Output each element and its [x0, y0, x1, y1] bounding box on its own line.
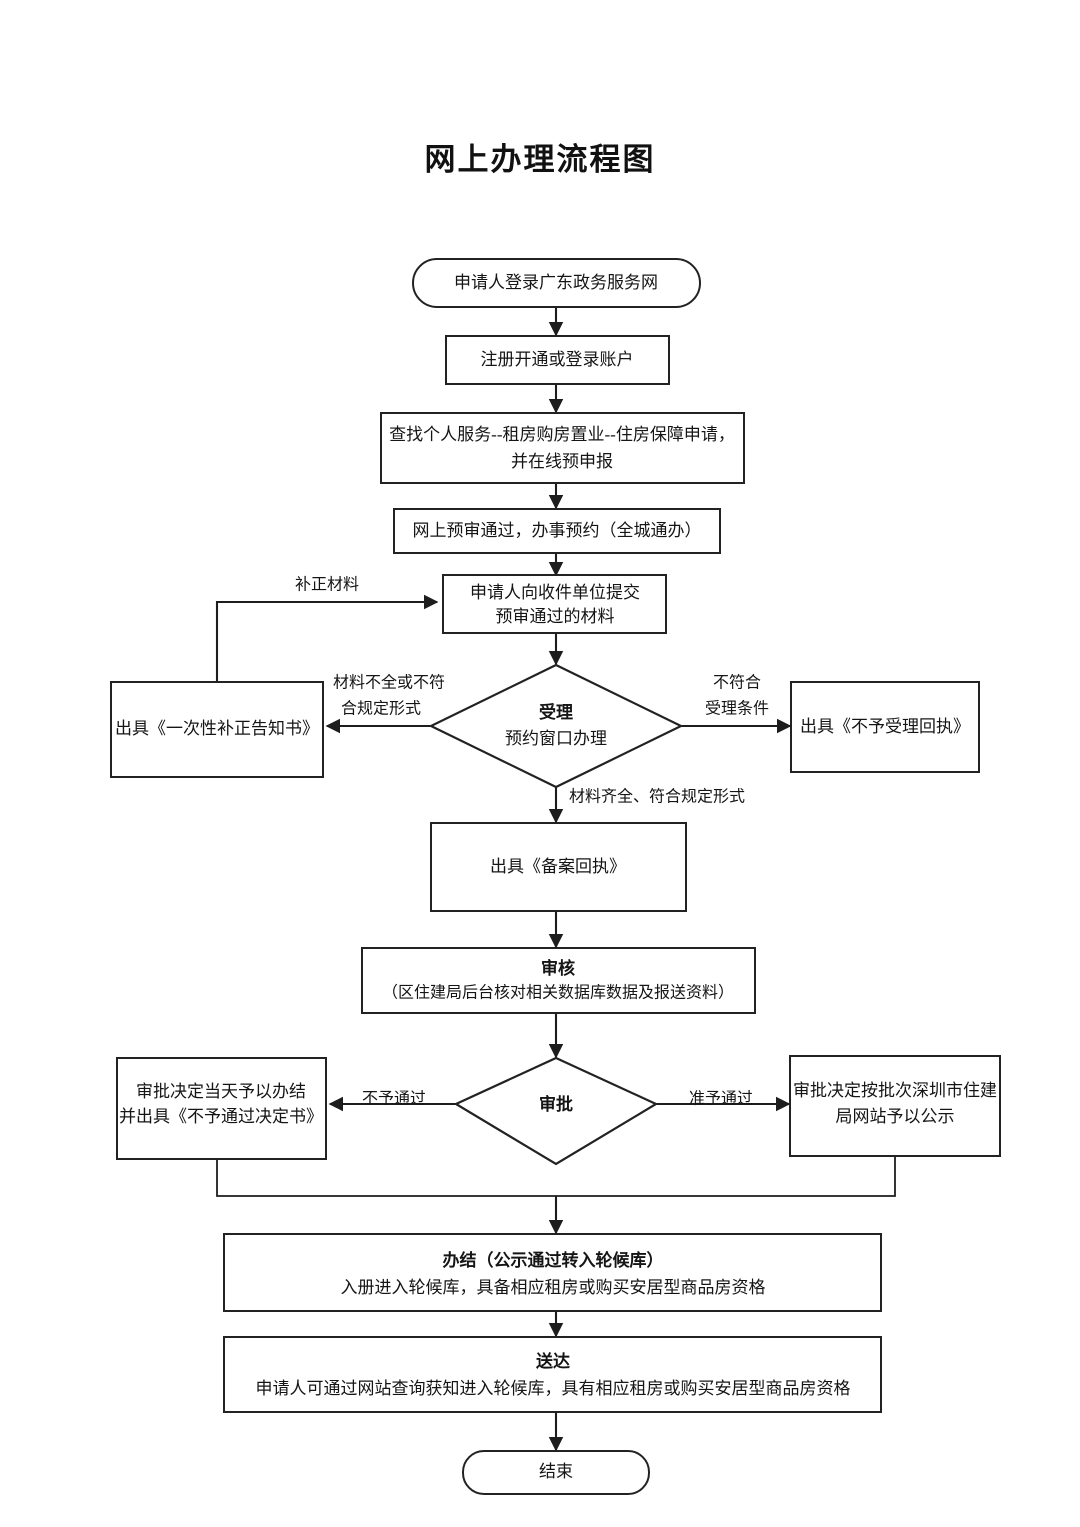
end-label: 结束 — [539, 1462, 573, 1481]
not-approved-label-line2: 并出具《不予通过决定书》 — [119, 1107, 323, 1126]
filing-receipt-label: 出具《备案回执》 — [490, 857, 626, 876]
filing-receipt-box-shape — [430, 822, 687, 912]
approved-publicity-box-shape — [789, 1055, 1001, 1157]
review-label-line1: 审核 — [541, 958, 575, 978]
completed-label-line2: 入册进入轮候库，具备相应租房或购买安居型商品房资格 — [341, 1278, 766, 1297]
rejection-receipt-box-shape — [790, 681, 980, 773]
not-approved-label-line1: 审批决定当天予以办结 — [136, 1082, 306, 1101]
node-delivery[interactable]: 送达 申请人可通过网站查询获知进入轮候库，具有相应租房或购买安居型商品房资格 — [223, 1336, 882, 1413]
rejection-receipt-label: 出具《不予受理回执》 — [800, 717, 970, 736]
completed-box-shape — [223, 1233, 882, 1312]
node-rejection-receipt[interactable]: 出具《不予受理回执》 — [790, 681, 980, 773]
approved-publicity-label-line1: 审批决定按批次深圳市住建 — [793, 1081, 997, 1100]
node-pre-approval[interactable]: 网上预审通过，办事预约（全城通办） — [393, 508, 721, 554]
acceptance-diamond-shape — [428, 663, 684, 789]
edge-label-not-eligible-line2: 受理条件 — [705, 700, 769, 718]
node-register[interactable]: 注册开通或登录账户 — [445, 335, 670, 385]
acceptance-label-line2: 预约窗口办理 — [505, 729, 607, 748]
edge-not-approved-merge — [216, 1159, 556, 1197]
correction-notice-box-shape — [110, 681, 324, 778]
completed-label-line1: 办结（公示通过转入轮候库） — [443, 1250, 664, 1270]
edge-label-incomplete-line1: 材料不全或不符 — [333, 674, 445, 692]
edge-label-not-eligible-line1: 不符合 — [713, 674, 761, 692]
pre-approval-box-shape — [393, 508, 721, 554]
node-find-service[interactable]: 查找个人服务--租房购房置业--住房保障申请， 并在线预申报 — [380, 412, 745, 484]
node-correction-notice[interactable]: 出具《一次性补正告知书》 — [110, 681, 324, 778]
edge-label-passed: 准予通过 — [689, 1090, 753, 1108]
node-submit-materials[interactable]: 申请人向收件单位提交 预审通过的材料 — [442, 574, 667, 634]
submit-materials-label-line1: 申请人向收件单位提交 — [470, 583, 640, 602]
review-label-line2: （区住建局后台核对相关数据库数据及报送资料） — [382, 984, 734, 1002]
node-review[interactable]: 审核 （区住建局后台核对相关数据库数据及报送资料） — [361, 947, 756, 1014]
page-title: 网上办理流程图 — [425, 142, 656, 177]
end-terminator-shape — [462, 1450, 650, 1495]
find-service-label-line1: 查找个人服务--租房购房置业--住房保障申请， — [389, 425, 735, 444]
start-label: 申请人登录广东政务服务网 — [454, 273, 658, 292]
pre-approval-label: 网上预审通过，办事预约（全城通办） — [413, 521, 702, 540]
node-approved-publicity[interactable]: 审批决定按批次深圳市住建 局网站予以公示 — [789, 1055, 1001, 1157]
approval-label: 审批 — [539, 1094, 573, 1114]
submit-materials-box-shape — [442, 574, 667, 634]
find-service-box-shape — [380, 412, 745, 484]
node-filing-receipt[interactable]: 出具《备案回执》 — [430, 822, 687, 912]
node-not-approved[interactable]: 审批决定当天予以办结 并出具《不予通过决定书》 — [116, 1057, 327, 1160]
edge-label-not-passed: 不予通过 — [362, 1090, 426, 1108]
correction-notice-label: 出具《一次性补正告知书》 — [115, 719, 319, 738]
approved-publicity-label-line2: 局网站予以公示 — [836, 1107, 955, 1126]
edge-publicity-merge — [556, 1156, 896, 1197]
delivery-label-line1: 送达 — [536, 1351, 570, 1371]
approval-diamond-shape — [453, 1056, 659, 1166]
delivery-box-shape — [223, 1336, 882, 1413]
register-label: 注册开通或登录账户 — [481, 350, 634, 369]
find-service-label-line2: 并在线预申报 — [511, 452, 613, 471]
acceptance-label-line1: 受理 — [539, 702, 573, 722]
edge-label-resubmit: 补正材料 — [295, 576, 359, 594]
node-start[interactable]: 申请人登录广东政务服务网 — [412, 258, 701, 308]
connector-layer — [215, 307, 896, 1452]
node-approval-decision[interactable]: 审批 — [453, 1056, 659, 1166]
node-acceptance-decision[interactable]: 受理 预约窗口办理 — [428, 663, 684, 789]
edge-label-complete-materials: 材料齐全、符合规定形式 — [569, 788, 745, 806]
edge-label-layer: 补正材料 材料不全或不符 合规定形式 不符合 受理条件 材料齐全、符合规定形式 … — [295, 576, 769, 1108]
register-box-shape — [445, 335, 670, 385]
review-box-shape — [361, 947, 756, 1014]
not-approved-box-shape — [116, 1057, 327, 1160]
edge-label-incomplete-line2: 合规定形式 — [341, 700, 421, 718]
submit-materials-label-line2: 预审通过的材料 — [496, 607, 615, 626]
node-end[interactable]: 结束 — [462, 1450, 650, 1495]
node-completed[interactable]: 办结（公示通过转入轮候库） 入册进入轮候库，具备相应租房或购买安居型商品房资格 — [223, 1233, 882, 1312]
start-terminator-shape — [412, 258, 701, 308]
delivery-label-line2: 申请人可通过网站查询获知进入轮候库，具有相应租房或购买安居型商品房资格 — [256, 1379, 851, 1398]
edge-correction-loop-to-submit — [215, 594, 439, 682]
